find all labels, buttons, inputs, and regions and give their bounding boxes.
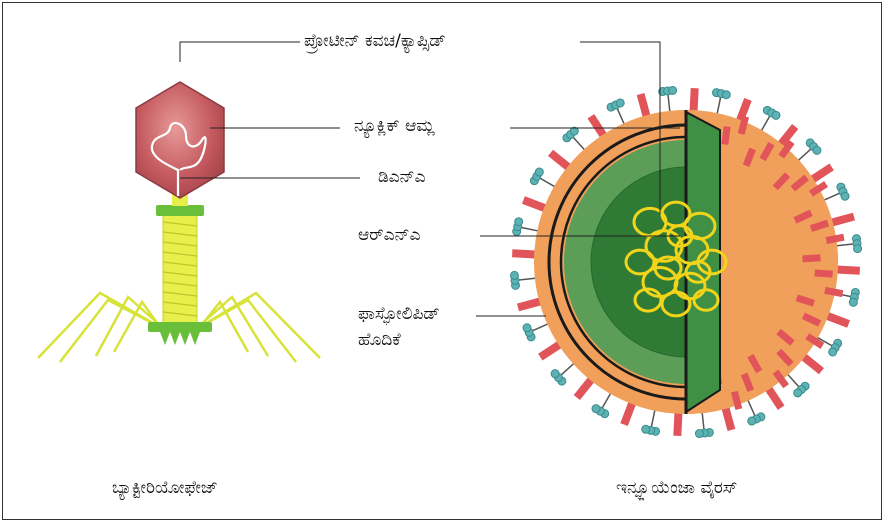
- label-rna: ಆರ್‌ಎನ್ಎ: [356, 225, 423, 245]
- na-spike-head: [642, 425, 650, 433]
- label-capsid: ಪ್ರೋಟೀನ್ ಕವಚ/ಕ್ಯಾಪ್ಸಿಡ್: [302, 31, 448, 51]
- na-spike-head: [669, 86, 677, 94]
- surface-spike-mark: [814, 269, 832, 277]
- base-plate: [148, 322, 212, 332]
- na-spike-head: [551, 370, 559, 378]
- tail-sheath: [163, 214, 197, 324]
- label-phospholipid-1: ಫಾಸ್ಫೋಲಿಪಿಡ್: [356, 304, 442, 324]
- upper-collar: [156, 205, 204, 216]
- tail-pins: [160, 332, 200, 345]
- na-spike-head: [854, 245, 862, 253]
- bacteriophage: [38, 82, 320, 362]
- influenza-virus: [510, 86, 861, 437]
- surface-spike-mark: [802, 254, 820, 262]
- na-spike-head: [794, 389, 802, 397]
- na-spike-head: [510, 271, 518, 279]
- na-spike-head: [849, 298, 857, 306]
- na-spike-head: [515, 218, 523, 226]
- caption-bacteriophage: ಬ್ಯಾಕ್ಟೀರಿಯೋಫೇಜ್: [112, 478, 218, 498]
- na-spike-head: [722, 91, 730, 99]
- na-spike-head: [592, 405, 600, 413]
- na-spike-head: [523, 324, 531, 332]
- na-spike-head: [813, 146, 821, 154]
- label-phospholipid-2: ಹೊದಿಕೆ: [356, 330, 403, 350]
- caption-influenza: ಇನ್ಫ್ಲೂಯೆಂಜಾ ವೈರಸ್: [616, 478, 737, 498]
- na-spike-head: [772, 111, 780, 119]
- na-spike-head: [616, 99, 624, 107]
- leader-capsid-left: [180, 42, 300, 62]
- na-spike-head: [695, 430, 703, 438]
- label-dna: ಡಿಎನ್ಎ: [376, 167, 428, 187]
- capsid-head: [136, 82, 224, 198]
- na-spike-head: [829, 348, 837, 356]
- na-spike-head: [841, 192, 849, 200]
- na-spike-head: [748, 417, 756, 425]
- label-nucleic-acid: ನ್ಯೂಕ್ಲಿಕ್ ಆಮ್ಲ: [352, 116, 437, 136]
- na-spike-head: [535, 168, 543, 176]
